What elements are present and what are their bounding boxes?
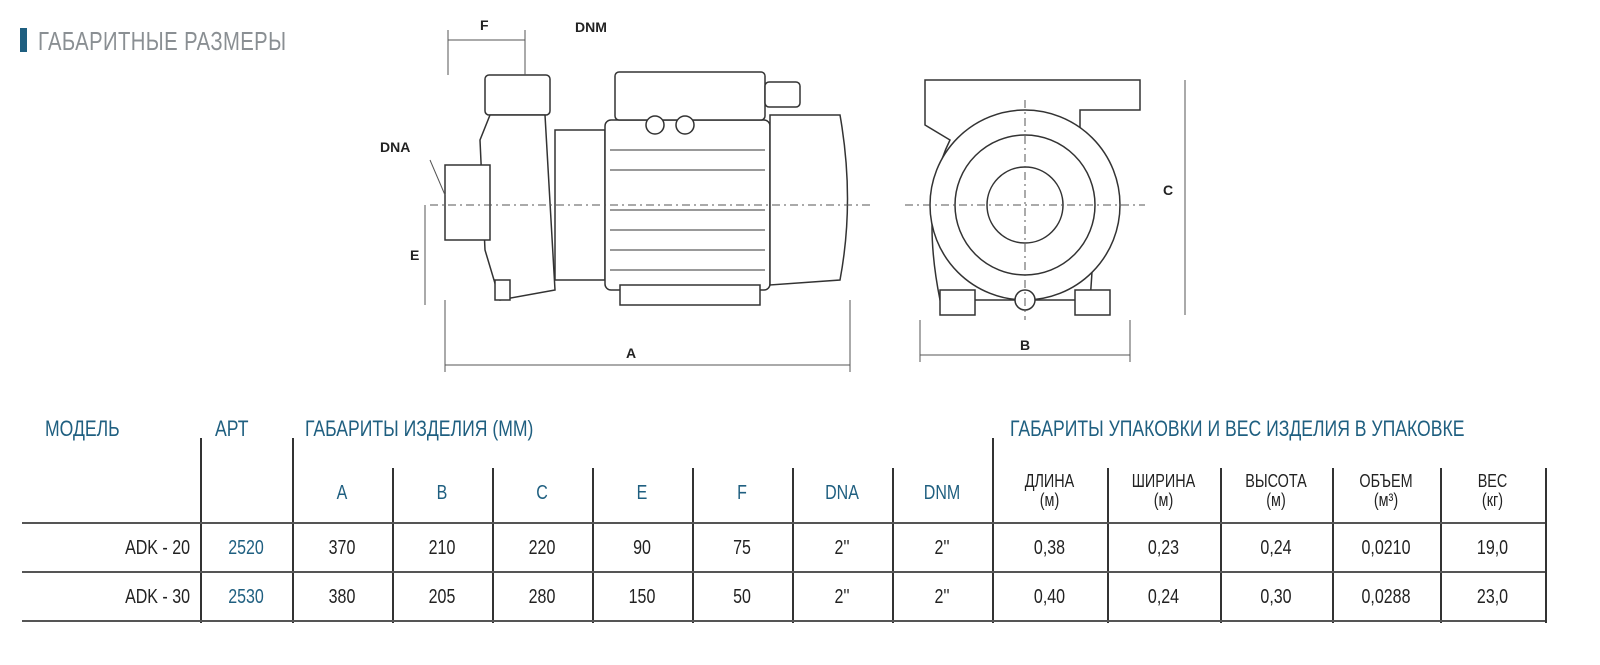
col-name: ОБЪЕМ <box>1359 471 1413 491</box>
pump-side-view <box>444 71 849 306</box>
label-c: C <box>1163 182 1173 198</box>
pack-cell: 23,0 <box>1476 586 1509 608</box>
col-b: B <box>436 482 448 504</box>
dim-cell: 210 <box>428 537 456 559</box>
col-width: ШИРИНА(м) <box>1118 472 1208 510</box>
col-a: A <box>336 482 348 504</box>
model-cell: ADK - 30 <box>125 586 190 608</box>
dim-cell: 75 <box>733 537 751 559</box>
dim-cell: 150 <box>628 586 656 608</box>
dim-cell: 2'' <box>934 537 950 559</box>
col-length: ДЛИНА(м) <box>1004 472 1096 510</box>
pack-cell: 0,40 <box>1033 586 1066 608</box>
art-cell: 2530 <box>228 586 264 608</box>
dims-header: ГАБАРИТЫ ИЗДЕЛИЯ (ММ) <box>305 416 534 441</box>
pack-cell: 0,0210 <box>1361 537 1411 559</box>
col-e: E <box>636 482 648 504</box>
dim-cell: 2'' <box>834 586 850 608</box>
dim-cell: 380 <box>328 586 356 608</box>
art-cell: 2520 <box>228 537 264 559</box>
col-name: ДЛИНА <box>1024 471 1075 491</box>
pack-cell: 0,24 <box>1147 586 1180 608</box>
pump-dimension-drawing: F DNM DNA E A B C <box>380 17 1186 372</box>
col-name: ВЕС <box>1477 471 1508 491</box>
col-height: ВЫСОТА(м) <box>1231 472 1321 510</box>
col-unit: (м) <box>1153 490 1174 510</box>
col-name: ШИРИНА <box>1131 471 1196 491</box>
pack-cell: 19,0 <box>1476 537 1509 559</box>
pack-cell: 0,0288 <box>1361 586 1411 608</box>
col-f: F <box>737 482 747 504</box>
col-dnm: DNM <box>923 482 961 504</box>
dim-cell: 2'' <box>934 586 950 608</box>
pack-cell: 0,24 <box>1260 537 1292 559</box>
col-name: ВЫСОТА <box>1245 471 1307 491</box>
dim-cell: 205 <box>428 586 456 608</box>
pack-cell: 0,38 <box>1033 537 1066 559</box>
col-unit: (кг) <box>1481 490 1504 510</box>
dimension-lines <box>424 30 1186 372</box>
page-title: ГАБАРИТНЫЕ РАЗМЕРЫ <box>38 26 287 56</box>
label-b: B <box>1020 337 1030 353</box>
label-dnm: DNM <box>575 19 607 35</box>
col-unit: (м) <box>1039 490 1060 510</box>
label-dna: DNA <box>380 139 410 155</box>
art-header: АРТ <box>215 416 249 441</box>
col-dna: DNA <box>825 482 859 504</box>
title-accent-bar <box>20 28 27 52</box>
pack-header: ГАБАРИТЫ УПАКОВКИ И ВЕС ИЗДЕЛИЯ В УПАКОВ… <box>1010 416 1465 441</box>
center-lines <box>430 100 1145 320</box>
dim-cell: 2'' <box>834 537 850 559</box>
dim-cell: 50 <box>733 586 751 608</box>
pack-cell: 0,23 <box>1147 537 1180 559</box>
pack-cell: 0,30 <box>1260 586 1292 608</box>
col-unit: (м) <box>1266 490 1286 510</box>
model-cell: ADK - 20 <box>125 537 190 559</box>
dim-cell: 280 <box>528 586 556 608</box>
col-volume: ОБЪЕМ(м³) <box>1343 472 1429 510</box>
col-weight: ВЕС(кг) <box>1451 472 1535 510</box>
dim-cell: 220 <box>528 537 556 559</box>
col-unit: (м³) <box>1373 490 1399 510</box>
pump-front-view <box>924 79 1141 316</box>
dim-cell: 90 <box>633 537 651 559</box>
dim-cell: 370 <box>328 537 356 559</box>
motor-fins <box>610 149 765 271</box>
label-e: E <box>410 247 419 263</box>
label-a: A <box>626 345 636 361</box>
col-c: C <box>536 482 548 504</box>
label-f: F <box>480 17 489 33</box>
model-header: МОДЕЛЬ <box>45 416 120 441</box>
